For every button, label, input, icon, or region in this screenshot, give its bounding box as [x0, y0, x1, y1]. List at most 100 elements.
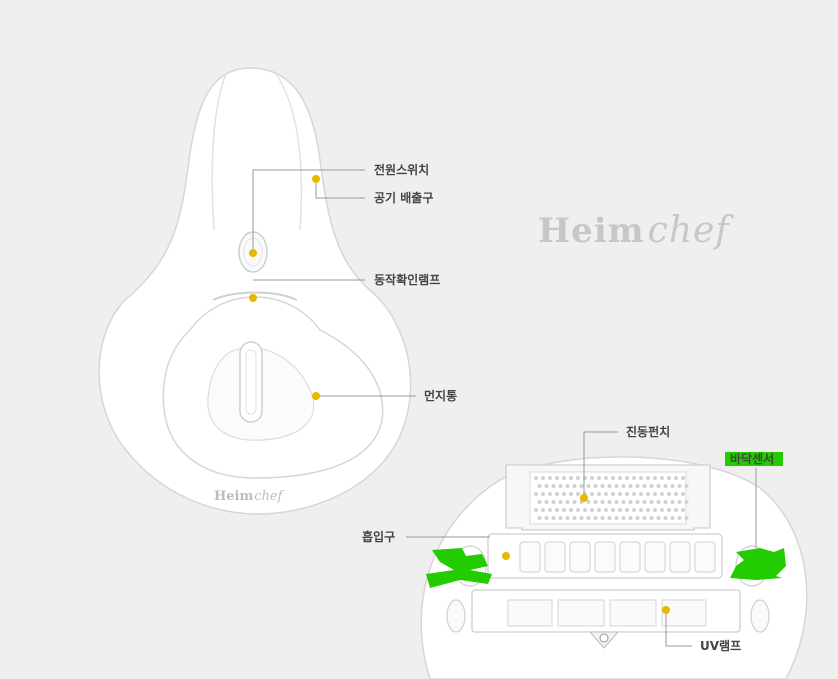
grille-hole: [607, 484, 612, 488]
highlight-right-sensor: [730, 548, 786, 580]
grille-hole: [576, 508, 580, 512]
grille-hole: [597, 508, 601, 512]
grille-hole: [544, 484, 549, 488]
grille-hole: [593, 516, 598, 520]
bottom-view-leaders: [406, 431, 757, 647]
grille-hole: [625, 508, 629, 512]
label-power-switch: 전원스위치: [374, 163, 430, 177]
marker-suction-port: [502, 552, 510, 560]
grille-hole: [537, 500, 542, 504]
grille-hole: [621, 484, 626, 488]
grille-hole: [576, 476, 580, 480]
grille-hole: [558, 500, 563, 504]
top-view-markers: [249, 175, 320, 400]
label-uv-lamp: UV램프: [700, 639, 742, 653]
grille-hole: [544, 500, 549, 504]
grille-hole: [604, 508, 608, 512]
grille-hole: [586, 500, 591, 504]
grille-hole: [590, 508, 594, 512]
grille-hole: [684, 500, 689, 504]
marker-uv-lamp: [662, 606, 670, 614]
grille-hole: [618, 508, 622, 512]
top-groove-left: [211, 73, 227, 231]
grille-hole: [649, 516, 654, 520]
grille-hole: [534, 492, 538, 496]
grille-hole: [593, 484, 598, 488]
grille-hole: [649, 484, 654, 488]
grille-hole: [621, 516, 626, 520]
grille-hole: [590, 476, 594, 480]
status-lamp-arc: [212, 291, 298, 301]
grille-hole: [653, 508, 657, 512]
grille-hole: [632, 476, 636, 480]
grille-hole: [663, 484, 668, 488]
leader-power-switch: [252, 169, 365, 252]
grille-hole: [534, 508, 538, 512]
grille-hole: [548, 492, 552, 496]
grille-hole: [642, 484, 647, 488]
top-groove-right: [275, 73, 303, 231]
brand-logo-large: Heimchef: [538, 210, 730, 251]
grille-hole: [628, 500, 633, 504]
grille-hole: [607, 500, 612, 504]
grille-hole: [551, 516, 556, 520]
grille-hole: [600, 500, 605, 504]
brand-name-part2-small: chef: [254, 489, 283, 504]
brand-name-part1: Heim: [538, 211, 645, 251]
label-status-lamp: 동작확인램프: [374, 273, 441, 287]
grille-hole: [667, 476, 671, 480]
grille-hole: [607, 516, 612, 520]
grille-hole: [537, 516, 542, 520]
grille-hole: [656, 484, 661, 488]
grille-hole: [639, 492, 643, 496]
grille-hole: [614, 516, 619, 520]
grille-hole: [548, 476, 552, 480]
grille-hole: [579, 484, 584, 488]
grille-hole: [586, 516, 591, 520]
grille-hole: [667, 508, 671, 512]
suction-slot: [519, 541, 541, 573]
grille-hole: [628, 484, 633, 488]
grille-hole: [572, 516, 577, 520]
grille-hole: [611, 492, 615, 496]
grille-hole: [670, 516, 675, 520]
grille-hole: [677, 484, 682, 488]
grille-hole: [618, 476, 622, 480]
grille-hole: [660, 492, 664, 496]
grille-hole: [558, 516, 563, 520]
leader-vibration-punch: [583, 431, 618, 496]
grille-hole: [681, 476, 685, 480]
grille-hole: [677, 516, 682, 520]
marker-dust-bin: [312, 392, 320, 400]
label-floor-sensor: 바닥센서: [730, 452, 775, 466]
grille-hole: [565, 500, 570, 504]
grille-hole: [639, 476, 643, 480]
grille-hole: [684, 484, 689, 488]
grille-hole: [677, 500, 682, 504]
grille-hole: [604, 476, 608, 480]
grille-hole: [642, 500, 647, 504]
grille-hole: [597, 476, 601, 480]
grille-hole: [670, 500, 675, 504]
label-suction-port: 흡입구: [362, 530, 396, 544]
grille-hole: [600, 484, 605, 488]
grille-hole: [667, 492, 671, 496]
grille-hole: [562, 476, 566, 480]
marker-status-lamp: [249, 294, 257, 302]
grille-hole: [565, 484, 570, 488]
leader-uv-lamp: [665, 611, 692, 647]
grille-hole: [674, 476, 678, 480]
grille-hole: [653, 492, 657, 496]
grille-hole: [642, 516, 647, 520]
grille-hole: [635, 500, 640, 504]
grille-hole: [551, 484, 556, 488]
grille-hole: [555, 492, 559, 496]
grille-hole: [625, 476, 629, 480]
grille-hole: [572, 484, 577, 488]
grille-hole: [548, 508, 552, 512]
suction-slot: [644, 541, 666, 573]
grille-hole: [646, 492, 650, 496]
top-view: [98, 67, 412, 515]
grille-hole: [534, 476, 538, 480]
